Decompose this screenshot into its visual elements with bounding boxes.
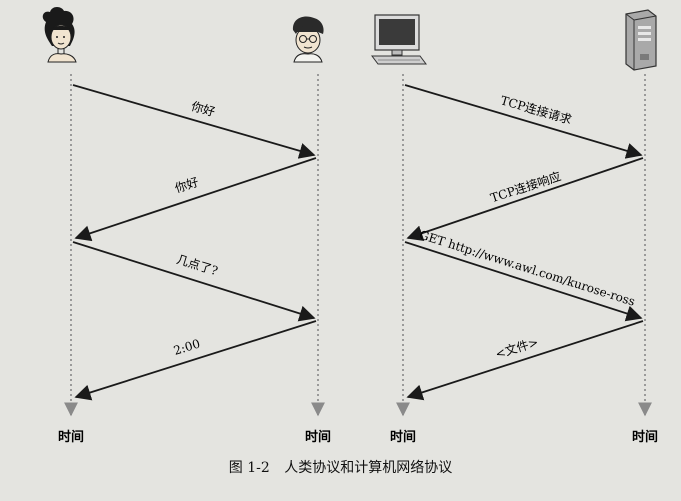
message-label-6: TCP连接响应 <box>488 168 562 205</box>
computer-messages: TCP连接请求 TCP连接响应 GET http://www.awl.com/k… <box>404 84 644 401</box>
message-label-1: 你好 <box>190 99 217 119</box>
message-arrow-6 <box>406 157 644 241</box>
time-label-computer: 时间 <box>390 429 416 445</box>
message-arrow-2 <box>74 157 317 242</box>
message-label-4: 2:00 <box>172 337 202 358</box>
message-arrow-4 <box>74 320 317 401</box>
message-label-2: 你好 <box>173 175 200 196</box>
time-labels: 时间 时间 时间 时间 <box>58 429 658 445</box>
time-label-woman: 时间 <box>58 429 84 445</box>
figure-number: 图 1-2 <box>228 460 270 476</box>
time-label-server: 时间 <box>632 429 658 445</box>
figure-caption: 图 1-2 人类协议和计算机网络协议 <box>0 457 681 477</box>
message-arrow-7 <box>404 241 643 322</box>
server-tower-icon <box>625 9 657 71</box>
message-label-3: 几点了? <box>175 252 220 278</box>
desktop-computer-icon <box>371 14 427 65</box>
figure-title: 人类协议和计算机网络协议 <box>284 460 453 476</box>
message-arrow-1 <box>72 84 316 159</box>
message-arrow-8 <box>406 320 644 401</box>
man-with-glasses-icon <box>292 16 324 63</box>
message-arrow-5 <box>404 84 643 159</box>
message-label-5: TCP连接请求 <box>499 92 574 127</box>
lifelines <box>64 74 652 417</box>
message-arrow-3 <box>72 241 316 322</box>
time-label-man: 时间 <box>305 429 331 445</box>
human-messages: 你好 你好 几点了? 2:00 <box>72 84 317 401</box>
message-label-7: GET http://www.awl.com/kurose-ross <box>418 228 637 309</box>
woman-icon <box>42 7 77 63</box>
